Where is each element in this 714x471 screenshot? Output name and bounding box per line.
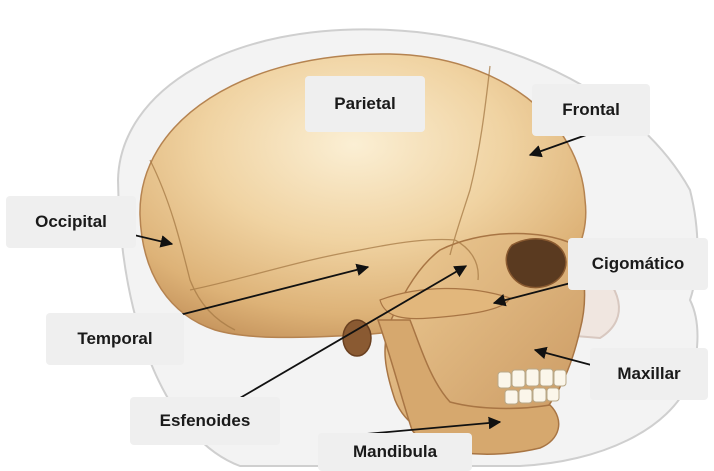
label-occipital: Occipital [6,196,136,248]
eye-orbit [506,239,566,288]
label-frontal: Frontal [532,84,650,136]
label-mandibula: Mandibula [318,433,472,471]
label-esfenoides: Esfenoides [130,397,280,445]
label-parietal: Parietal [305,76,425,132]
label-cigomatico: Cigomático [568,238,708,290]
ear-canal [343,320,371,356]
label-maxillar: Maxillar [590,348,708,400]
label-temporal: Temporal [46,313,184,365]
